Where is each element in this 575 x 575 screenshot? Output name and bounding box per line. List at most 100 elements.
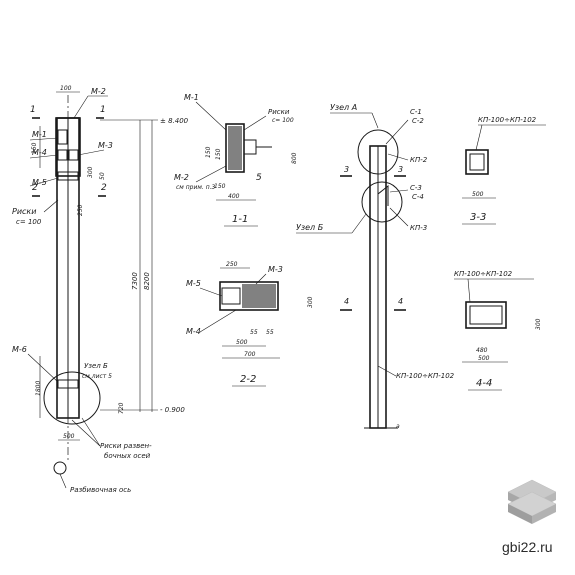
- node-b-circle: [361, 181, 403, 223]
- section-num: 3: [398, 165, 403, 174]
- dim-300-44: 300: [535, 318, 542, 330]
- label-razb-os: Разбивочная ось: [70, 486, 131, 494]
- section-4-4: КП-100÷КП-102 480 500 300 4-4: [454, 270, 542, 391]
- label-riski-mid-step: с= 100: [272, 117, 294, 124]
- section-title-4-4: 4-4: [476, 378, 492, 389]
- label-kp3: КП-3: [410, 224, 427, 232]
- label-kp-33: КП-100÷КП-102: [478, 116, 537, 124]
- section-num: 4: [344, 297, 349, 306]
- dim-250: 250: [77, 204, 84, 216]
- leader-line: [195, 101, 227, 131]
- leader-line: [29, 177, 59, 187]
- label-m4-mid: М-4: [186, 327, 201, 336]
- label-uzel-b-ref: см лист 5: [82, 373, 112, 380]
- column-elevation: 1 1 2 2 М-2 М-1 М-4 М-3 М-5 Риски с= 100…: [12, 85, 189, 494]
- label-m2-mid: М-2: [174, 173, 189, 182]
- label-riski-osei: Риски развен-: [100, 442, 152, 450]
- embed-m3: [68, 149, 79, 161]
- leader-line: [29, 154, 59, 159]
- leader-line: [371, 112, 379, 129]
- leader-line: [43, 199, 59, 213]
- label-kp2: КП-2: [410, 156, 428, 164]
- dim-480: 480: [476, 347, 488, 354]
- section-inner: [469, 305, 503, 325]
- dim-100: 100: [60, 85, 72, 92]
- label-uzel-a: Узел А: [330, 103, 357, 112]
- leader-line: [81, 417, 101, 447]
- mark-5: 5: [256, 173, 262, 183]
- node-b-circle: [43, 371, 101, 425]
- section-num: 1: [30, 105, 36, 115]
- section-num: 2: [32, 183, 38, 193]
- embed-m4: [57, 149, 68, 161]
- section-3-3: КП-100÷КП-102 500 3-3: [462, 116, 546, 225]
- label-kp-44: КП-100÷КП-102: [454, 270, 513, 278]
- leader-line: [387, 153, 409, 161]
- label-m1-mid: М-1: [184, 93, 199, 102]
- leader-line: [243, 115, 267, 131]
- label-c2: С-2: [412, 117, 424, 125]
- dim-400: 400: [228, 193, 240, 200]
- label-c4: С-4: [412, 193, 424, 201]
- section-title-1-1: 1-1: [232, 214, 248, 225]
- label-riski-step: с= 100: [16, 218, 42, 226]
- leader-line: [389, 207, 409, 227]
- label-m3: М-3: [98, 141, 113, 150]
- label-kp-range: КП-100÷КП-102: [396, 372, 455, 380]
- dim-150c: 150: [215, 148, 222, 160]
- label-c1: С-1: [410, 108, 422, 116]
- dim-300-sec: 300: [307, 296, 314, 308]
- embed-m1: [57, 129, 68, 145]
- label-a: а: [396, 423, 400, 430]
- section-hatch: [242, 284, 276, 308]
- section-1-1: М-1 Риски с= 100 М-2 см прим. п.3 400 15…: [174, 93, 298, 227]
- plate: [221, 287, 241, 305]
- section-title-2-2: 2-2: [240, 374, 256, 385]
- leader-line: [467, 278, 471, 303]
- dim-500-44: 500: [478, 355, 490, 362]
- leader-line: [27, 353, 59, 383]
- dim-500-33: 500: [472, 191, 484, 198]
- section-num: 4: [398, 297, 403, 306]
- dim-800: 800: [291, 152, 298, 164]
- dim-55b: 55: [266, 329, 274, 336]
- section-title-3-3: 3-3: [470, 212, 486, 223]
- leader-line: [199, 287, 223, 297]
- dim-700: 700: [244, 351, 256, 358]
- section-num: 3: [344, 165, 349, 174]
- node-a-circle: [357, 129, 399, 175]
- leader-line: [389, 189, 409, 193]
- section-2-2: М-5 М-3 М-4 250 500 700 55 55 300 2-2: [186, 261, 314, 387]
- leader-line: [475, 124, 483, 151]
- leader-line: [59, 473, 67, 489]
- watermark-logo-icon: [507, 479, 557, 524]
- dim-250-sec: 250: [226, 261, 238, 268]
- section-body: [219, 281, 279, 311]
- axis-bubble: [53, 461, 67, 475]
- leader-line: [195, 165, 227, 183]
- level-8400: ± 8.400: [160, 117, 189, 125]
- dim-7300: 7300: [131, 272, 139, 290]
- leader-line: [377, 365, 397, 377]
- label-riski-mid: Риски: [268, 108, 290, 116]
- bracket: [377, 184, 389, 206]
- dim-500-sec: 500: [236, 339, 248, 346]
- dim-8200: 8200: [143, 272, 151, 290]
- dim-55a: 55: [250, 329, 258, 336]
- level-m900: - 0.900: [160, 406, 185, 414]
- leader-line: [29, 137, 59, 141]
- leader-line: [199, 309, 237, 333]
- label-riski: Риски: [12, 207, 36, 216]
- dim-720: 720: [118, 402, 125, 414]
- label-m5-mid: М-5: [186, 279, 201, 288]
- label-m4: М-4: [32, 148, 47, 157]
- leader-line: [71, 419, 101, 447]
- label-uzel-b: Узел Б: [84, 362, 108, 370]
- dim-500: 500: [63, 433, 75, 440]
- dim-150-low: 150: [214, 183, 226, 190]
- leader-line: [351, 213, 367, 234]
- dim-50: 50: [99, 172, 106, 180]
- leader-line: [73, 95, 89, 119]
- section-body: [465, 149, 489, 175]
